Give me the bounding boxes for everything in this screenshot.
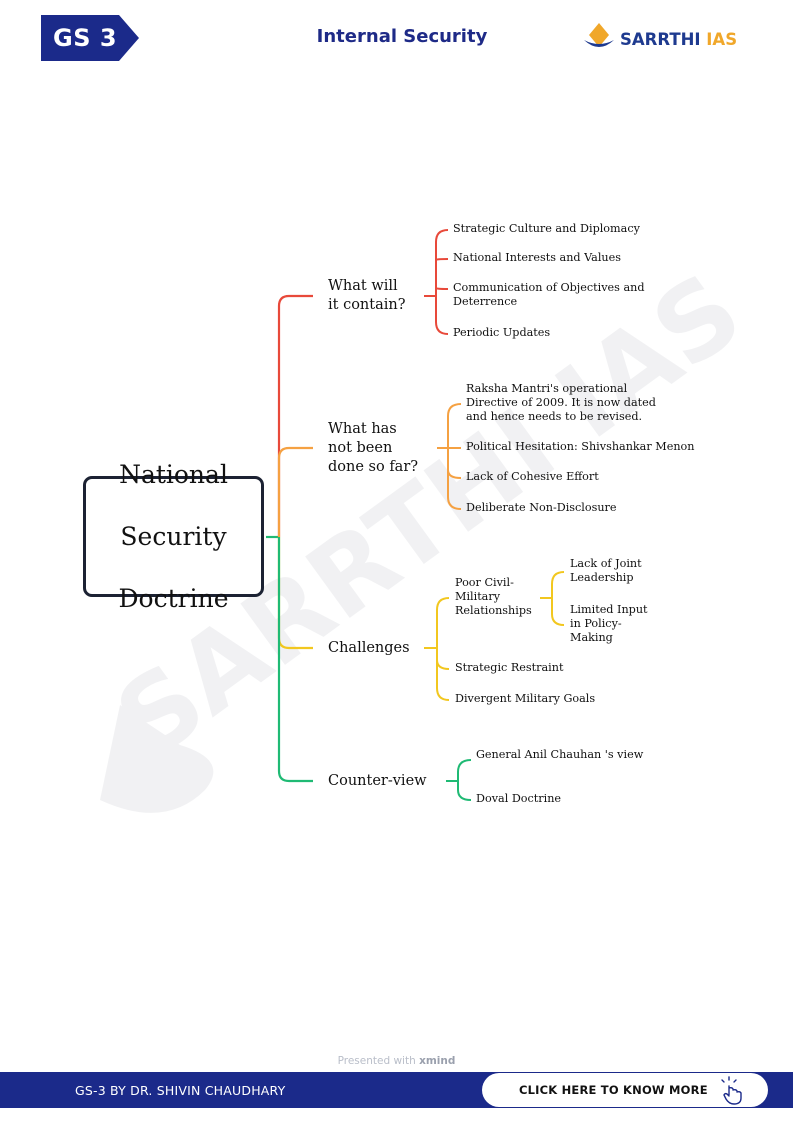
leaf-strategic-restraint[interactable]: Strategic Restraint	[455, 661, 564, 674]
leaf-deliberate-non-disclosure[interactable]: Deliberate Non-Disclosure	[466, 501, 617, 514]
leaf-bracket-challenges	[424, 597, 450, 701]
leaf-anil-chauhan-view[interactable]: General Anil Chauhan 's view	[476, 748, 644, 761]
leaf-bracket-counter	[446, 759, 472, 801]
leaf-national-interests[interactable]: National Interests and Values	[453, 251, 621, 264]
leaf-political-hesitation[interactable]: Political Hesitation: Shivshankar Menon	[466, 440, 695, 453]
watermark-emblem-icon	[100, 705, 214, 813]
branch-line-contain	[277, 294, 313, 537]
leaf-bracket-contain	[424, 229, 449, 335]
leaf-bracket-not-done	[437, 403, 462, 510]
know-more-label: CLICK HERE TO KNOW MORE	[519, 1083, 708, 1097]
branch-line-not-done	[277, 446, 313, 537]
gs3-badge: GS 3	[41, 15, 139, 61]
leaf-periodic-updates[interactable]: Periodic Updates	[453, 326, 551, 339]
footer-author: GS-3 BY DR. SHIVIN CHAUDHARY	[75, 1083, 286, 1098]
branch-counter-view[interactable]: Counter-view	[328, 773, 427, 789]
logo-brand-name: SARRTHI	[620, 30, 701, 49]
logo-brand-accent: IAS	[706, 30, 738, 49]
logo-brand: SARRTHI IAS	[620, 30, 737, 49]
leaf-lack-cohesive-effort[interactable]: Lack of Cohesive Effort	[466, 470, 599, 483]
pointer-hand-icon	[721, 1076, 742, 1105]
sub-bracket-civil-military	[540, 571, 565, 626]
badge-shape	[41, 15, 139, 61]
page-title: Internal Security	[316, 26, 488, 47]
leaf-doval-doctrine[interactable]: Doval Doctrine	[476, 792, 562, 805]
branch-challenges[interactable]: Challenges	[328, 640, 410, 656]
leaf-strategic-culture[interactable]: Strategic Culture and Diplomacy	[453, 222, 640, 235]
branch-line-challenges	[277, 537, 313, 650]
badge-label: GS 3	[53, 24, 118, 52]
logo-emblem-icon	[584, 23, 614, 47]
sarrthi-logo[interactable]: SARRTHI IAS	[582, 22, 752, 56]
know-more-button[interactable]: CLICK HERE TO KNOW MORE	[482, 1073, 768, 1107]
leaf-divergent-military-goals[interactable]: Divergent Military Goals	[455, 692, 596, 705]
branch-line-counter	[277, 537, 313, 783]
presented-with-credit: Presented with xmind	[337, 1055, 456, 1067]
